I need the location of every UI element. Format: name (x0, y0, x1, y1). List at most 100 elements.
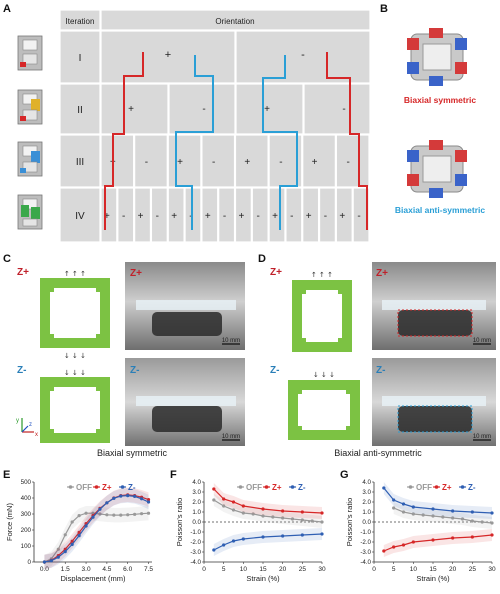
series-band-Z- (44, 488, 149, 570)
axis-y-label: y (16, 418, 19, 424)
series-line-Z+ (213, 488, 323, 514)
orientation-sign: - (122, 211, 125, 222)
legend-label-OFF: OFF (246, 483, 262, 492)
series-line-Z- (383, 487, 493, 514)
svg-text:↓ ↓ ↓: ↓ ↓ ↓ (64, 352, 86, 360)
data-point-Z- (392, 498, 396, 502)
data-point-Z+ (146, 498, 151, 502)
legend-label-Z+: Z+ (272, 483, 282, 492)
orientation-sign: - (290, 211, 293, 222)
data-point-OFF (421, 513, 425, 517)
table-cell-IV (201, 187, 219, 243)
c-lattice-zminus: ↓ ↓ ↓ (40, 369, 110, 443)
legend-marker-OFF (238, 485, 243, 489)
data-point-Z+ (451, 536, 455, 540)
panel-label-g: G (340, 469, 349, 481)
data-point-Z+ (241, 504, 245, 508)
data-point-Z- (490, 511, 494, 515)
y-tick-label: -3.0 (190, 549, 201, 556)
y-tick-label: 200 (21, 527, 32, 534)
legend-marker-Z+ (434, 485, 439, 489)
data-point-Z- (146, 500, 151, 504)
x-tick-label: 3.0 (82, 566, 91, 573)
axis-z-label: z (29, 422, 32, 428)
legend-label-Z-: Z- (468, 483, 476, 492)
panel-label-c: C (3, 253, 11, 265)
x-tick-label: 30 (488, 566, 496, 573)
data-point-OFF (70, 520, 74, 524)
y-tick-label: 0.0 (362, 519, 371, 526)
legend-label-Z+: Z+ (102, 483, 112, 492)
panel-label-b: B (380, 3, 388, 15)
orientation-sign: + (138, 211, 144, 222)
y-tick-label: 100 (21, 543, 32, 550)
data-point-OFF (490, 521, 494, 525)
data-point-OFF (441, 515, 445, 519)
data-point-Z- (84, 524, 88, 528)
legend-marker-Z+ (264, 485, 269, 489)
orientation-sign: - (189, 211, 192, 222)
legend-marker-Z+ (94, 485, 99, 489)
x-tick-label: 25 (299, 566, 307, 573)
legend-marker-OFF (68, 485, 73, 489)
y-tick-label: 1.0 (192, 509, 201, 516)
c-scale-1: 10 mm (222, 338, 240, 344)
y-tick-label: 2.0 (362, 499, 371, 506)
c-caption: Biaxial symmetric (97, 448, 168, 458)
unit-cell-icon-II (17, 89, 43, 125)
x-tick-label: 0 (372, 566, 376, 573)
data-point-Z+ (70, 539, 74, 543)
x-tick-label: 10 (240, 566, 248, 573)
table-cell-III (302, 134, 336, 188)
data-point-Z- (261, 535, 265, 539)
d-lattice-zminus: ↓ ↓ ↓ (288, 371, 360, 440)
row-label-II: II (77, 105, 83, 116)
blue-path-right (262, 55, 298, 230)
data-point-Z- (49, 559, 53, 563)
d-scale-2: 10 mm (473, 434, 491, 440)
data-point-OFF (241, 511, 245, 515)
unit-cell-icon-I (17, 35, 43, 71)
header-iteration-cell (59, 9, 101, 31)
svg-text:↑ ↑ ↑: ↑ ↑ ↑ (311, 271, 333, 279)
data-point-Z- (431, 507, 435, 511)
data-point-OFF (63, 533, 67, 537)
orientation-sign: + (244, 157, 250, 168)
x-axis-label: Strain (%) (246, 574, 280, 583)
data-point-Z- (112, 496, 116, 500)
data-point-OFF (451, 516, 455, 520)
data-point-Z+ (382, 549, 386, 553)
x-tick-label: 15 (429, 566, 437, 573)
y-tick-label: -4.0 (190, 559, 201, 566)
orientation-sign: + (272, 211, 278, 222)
data-point-Z- (139, 497, 144, 501)
orientation-sign: - (357, 211, 360, 222)
x-tick-label: 4.5 (102, 566, 111, 573)
data-point-Z+ (401, 543, 406, 547)
legend-label-Z+: Z+ (442, 483, 452, 492)
orientation-sign: + (171, 211, 177, 222)
panel-label-a: A (3, 3, 11, 15)
data-point-Z- (300, 533, 304, 537)
series-band-Z+ (213, 483, 322, 519)
d-zminus-label: Z- (270, 365, 279, 376)
data-point-Z- (281, 534, 285, 538)
x-tick-label: 25 (469, 566, 477, 573)
c-lattice-zplus: ↑ ↑ ↑ ↓ ↓ ↓ (40, 270, 110, 360)
data-point-OFF (401, 510, 406, 514)
y-tick-label: 4.0 (192, 479, 201, 486)
c-zminus-label: Z- (17, 365, 26, 376)
data-point-Z- (56, 555, 60, 559)
header-orientation-cell (100, 9, 371, 31)
orientation-sign: - (145, 157, 148, 168)
data-point-OFF (56, 547, 60, 551)
data-point-OFF (480, 520, 484, 524)
data-point-OFF (222, 504, 226, 508)
orientation-sign: - (346, 157, 349, 168)
panel-label-d: D (258, 253, 266, 265)
table-cell-III (234, 134, 269, 188)
d-caption: Biaxial anti-symmetric (334, 448, 422, 458)
header-orientation: Orientation (215, 17, 254, 26)
table-cell-IV (335, 187, 353, 243)
data-point-Z+ (392, 545, 396, 549)
